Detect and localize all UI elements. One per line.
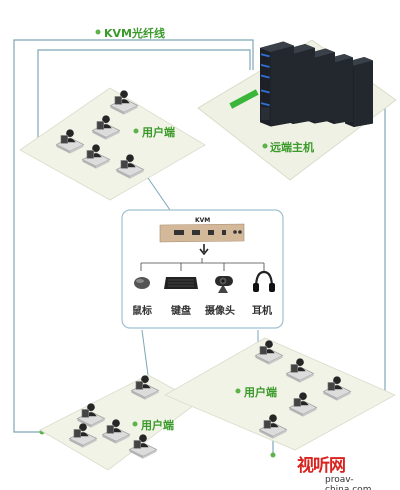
user-terminal-top-label: 用户端: [142, 126, 175, 139]
headphones-icon: [253, 270, 275, 292]
mouse-icon: [134, 277, 150, 289]
peripheral-label: 鼠标: [132, 306, 152, 317]
remote-host-label: 远端主机: [270, 141, 314, 154]
peripheral-label: 键盘: [171, 306, 191, 317]
user-terminal-right-label: 用户端: [244, 386, 277, 399]
keyboard-icon: [164, 277, 198, 289]
peripheral-label: 摄像头: [205, 306, 235, 317]
watermark-logo: 视听网: [297, 456, 346, 476]
fiber-label: KVM光纤线: [104, 27, 165, 40]
peripheral-label: 耳机: [252, 306, 272, 317]
user-terminal-left-label: 用户端: [141, 419, 174, 432]
watermark-url: proav-china.com: [325, 475, 372, 490]
kvm-box-label: KVM: [195, 217, 211, 224]
webcam-icon: [215, 276, 233, 293]
